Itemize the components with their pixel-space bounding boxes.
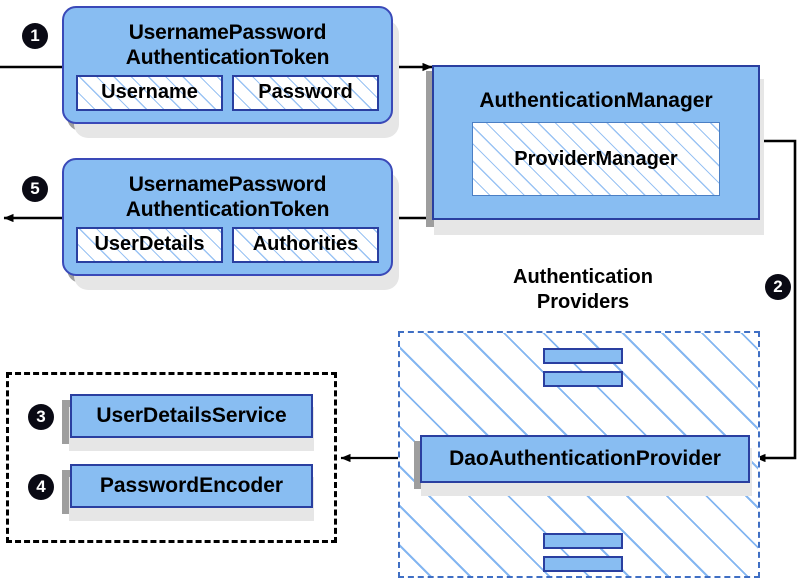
userdetails-slot[interactable]: UserDetails [76, 226, 223, 263]
dao-authentication-provider[interactable]: DaoAuthenticationProvider [420, 435, 750, 483]
authorities-slot[interactable]: Authorities [232, 226, 379, 263]
request-token-slots: Username Password [64, 74, 391, 111]
dao-authentication-provider-label: DaoAuthenticationProvider [449, 447, 721, 470]
password-slot[interactable]: Password [232, 74, 379, 111]
response-token-title: UsernamePassword AuthenticationToken [125, 172, 330, 221]
provider-stub-bottom-2[interactable] [543, 556, 623, 572]
marker-3: 3 [28, 404, 54, 430]
request-authentication-token[interactable]: UsernamePassword AuthenticationToken Use… [62, 6, 393, 124]
request-token-title: UsernamePassword AuthenticationToken [125, 20, 330, 69]
edge-manager-to-provider [755, 139, 797, 463]
password-encoder[interactable]: PasswordEncoder [70, 464, 313, 508]
marker-4: 4 [28, 474, 54, 500]
user-details-service[interactable]: UserDetailsService [70, 394, 313, 438]
authentication-providers-caption: Authentication Providers [513, 266, 653, 313]
provider-stub-top-1[interactable] [543, 348, 623, 364]
provider-manager[interactable]: ProviderManager [472, 122, 720, 196]
provider-stub-top-2[interactable] [543, 371, 623, 387]
authentication-manager-title: AuthenticationManager [479, 89, 713, 112]
username-slot[interactable]: Username [76, 74, 223, 111]
authentication-manager[interactable]: AuthenticationManager ProviderManager [432, 65, 760, 220]
response-authentication-token[interactable]: UsernamePassword AuthenticationToken Use… [62, 158, 393, 276]
password-encoder-label: PasswordEncoder [99, 474, 284, 497]
marker-2: 2 [765, 274, 791, 300]
marker-1: 1 [22, 23, 48, 49]
marker-5: 5 [22, 176, 48, 202]
user-details-service-label: UserDetailsService [96, 404, 287, 427]
provider-stub-bottom-1[interactable] [543, 533, 623, 549]
response-token-slots: UserDetails Authorities [64, 226, 391, 263]
